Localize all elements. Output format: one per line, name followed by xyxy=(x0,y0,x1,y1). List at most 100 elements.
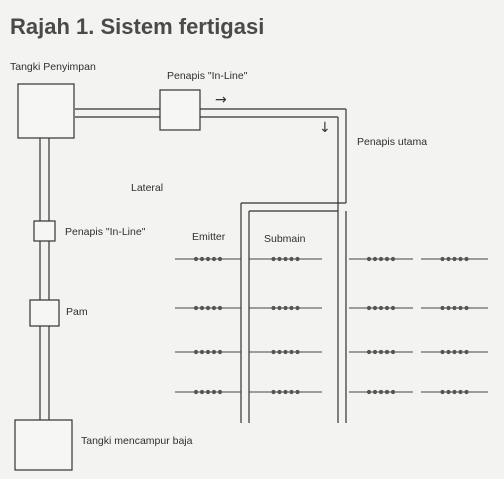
emitter-dot xyxy=(295,305,300,311)
emitter-dot xyxy=(193,349,199,355)
emitter-dot xyxy=(458,349,463,355)
emitter-dot xyxy=(295,256,300,262)
emitter-dot xyxy=(271,389,276,395)
emitter-dot xyxy=(295,349,300,355)
emitter-dot xyxy=(295,389,300,395)
storage-tank xyxy=(17,83,75,139)
label-pam: Pam xyxy=(66,306,88,318)
pump xyxy=(29,299,60,327)
emitter-dot xyxy=(277,305,282,311)
emitter-dot xyxy=(199,349,205,355)
lateral-lines xyxy=(175,256,488,395)
emitter-dot xyxy=(211,349,217,355)
label-emitter: Emitter xyxy=(192,231,226,243)
emitter-dot xyxy=(440,256,445,262)
emitter-dot xyxy=(283,389,288,395)
emitter-dot xyxy=(199,389,205,395)
label-tangki-penyimpan: Tangki Penyimpan xyxy=(10,61,96,73)
emitter-dot xyxy=(277,256,282,262)
emitter-dot xyxy=(366,305,372,311)
emitter-dot xyxy=(372,389,378,395)
emitter-dot xyxy=(193,305,199,311)
emitter-dot xyxy=(289,349,294,355)
emitter-dot xyxy=(452,256,457,262)
emitter-dot xyxy=(193,389,199,395)
emitter-dot xyxy=(464,389,469,395)
inline-filter-left xyxy=(33,220,56,242)
emitter-dot xyxy=(289,389,294,395)
emitter-dot xyxy=(366,389,372,395)
emitter-dot xyxy=(378,349,384,355)
emitter-dot xyxy=(372,349,378,355)
emitter-dot xyxy=(271,256,276,262)
emitter-dot xyxy=(390,349,396,355)
label-penapis-utama: Penapis utama xyxy=(357,136,427,148)
emitter-dot xyxy=(277,349,282,355)
flow-down-arrow-icon: ↓ xyxy=(319,120,331,136)
emitter-dot xyxy=(458,389,463,395)
emitter-dot xyxy=(464,349,469,355)
emitter-dot xyxy=(464,305,469,311)
emitter-dot xyxy=(390,256,396,262)
emitter-dot xyxy=(452,389,457,395)
emitter-dot xyxy=(217,305,223,311)
emitter-dot xyxy=(440,305,445,311)
emitter-dot xyxy=(446,389,451,395)
emitter-dot xyxy=(390,389,396,395)
emitter-dot xyxy=(372,256,378,262)
emitter-dot xyxy=(384,389,390,395)
label-penapis-inline-top: Penapis "In-Line" xyxy=(167,70,248,82)
emitter-dot xyxy=(440,389,445,395)
emitter-dot xyxy=(283,349,288,355)
emitter-dot xyxy=(464,256,469,262)
emitter-dot xyxy=(366,349,372,355)
emitter-dot xyxy=(446,256,451,262)
label-penapis-inline-left: Penapis "In-Line" xyxy=(65,226,146,238)
label-lateral: Lateral xyxy=(131,182,163,194)
emitter-dot xyxy=(289,256,294,262)
emitter-dot xyxy=(378,305,384,311)
emitter-dot xyxy=(211,389,217,395)
emitter-dot xyxy=(390,305,396,311)
emitter-dot xyxy=(452,305,457,311)
emitter-dot xyxy=(205,256,211,262)
emitter-dot xyxy=(217,256,223,262)
mixing-tank xyxy=(14,419,73,471)
emitter-dot xyxy=(384,305,390,311)
inline-filter-top xyxy=(159,89,201,131)
emitter-dot xyxy=(384,256,390,262)
emitter-dot xyxy=(199,305,205,311)
emitter-dot xyxy=(372,305,378,311)
emitter-dot xyxy=(205,305,211,311)
emitter-dot xyxy=(271,305,276,311)
emitter-dot xyxy=(277,389,282,395)
emitter-dot xyxy=(458,256,463,262)
emitter-dot xyxy=(452,349,457,355)
emitter-dot xyxy=(205,349,211,355)
emitter-dot xyxy=(283,256,288,262)
emitter-dot xyxy=(217,349,223,355)
emitter-dot xyxy=(205,389,211,395)
emitter-dot xyxy=(217,389,223,395)
emitter-dot xyxy=(446,305,451,311)
emitter-dot xyxy=(271,349,276,355)
emitter-dot xyxy=(384,349,390,355)
emitter-dot xyxy=(366,256,372,262)
emitter-dot xyxy=(446,349,451,355)
label-tangki-mencampur: Tangki mencampur baja xyxy=(81,435,193,447)
emitter-dot xyxy=(283,305,288,311)
emitter-dot xyxy=(378,256,384,262)
emitter-dot xyxy=(458,305,463,311)
emitter-dot xyxy=(193,256,199,262)
emitter-dot xyxy=(440,349,445,355)
flow-right-arrow-icon: → xyxy=(215,92,227,108)
page-title: Rajah 1. Sistem fertigasi xyxy=(10,14,264,39)
label-submain: Submain xyxy=(264,233,306,245)
emitter-dot xyxy=(378,389,384,395)
emitter-dot xyxy=(199,256,205,262)
emitter-dot xyxy=(289,305,294,311)
emitter-dot xyxy=(211,256,217,262)
emitter-dot xyxy=(211,305,217,311)
